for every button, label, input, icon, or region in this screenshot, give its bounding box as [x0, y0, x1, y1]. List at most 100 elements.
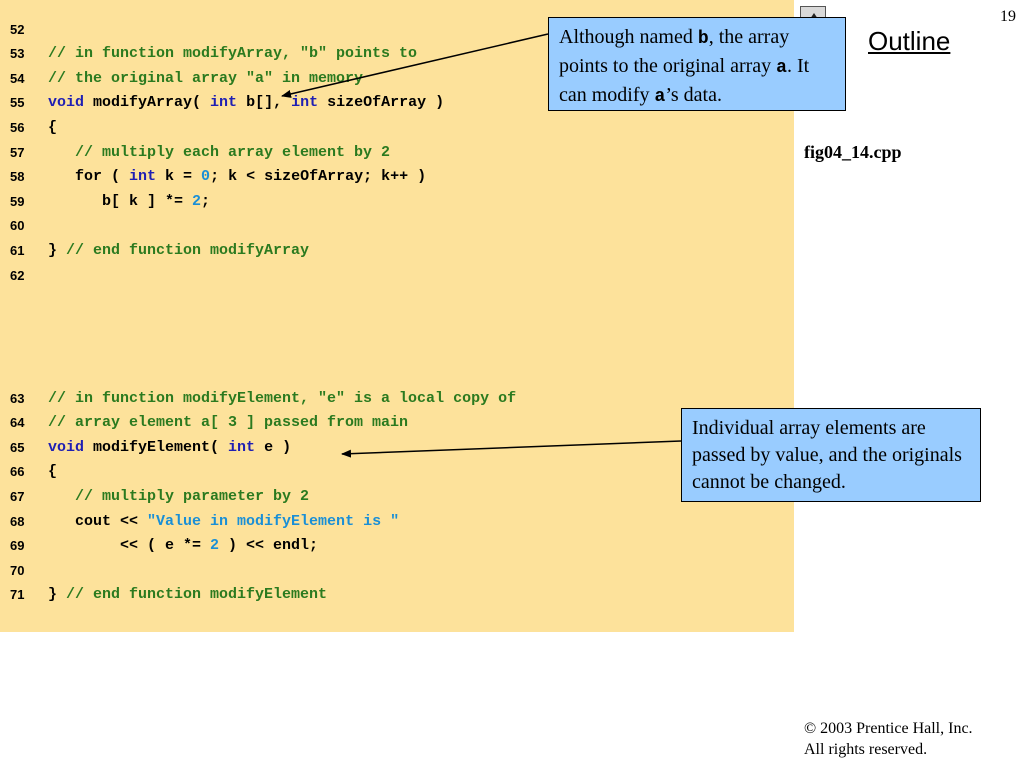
code-line: 65 void modifyElement( int e )	[0, 436, 794, 460]
code-line: 63 // in function modifyElement, "e" is a…	[0, 387, 794, 411]
code-text: } // end function modifyArray	[48, 239, 309, 263]
code-line: 70	[0, 559, 794, 583]
code-text: // in function modifyArray, "b" points t…	[48, 42, 417, 66]
line-number: 64	[10, 415, 25, 430]
code-token-kw: void	[48, 94, 85, 111]
line-number: 66	[10, 464, 25, 479]
callout-text: Although named	[559, 26, 698, 48]
code-line: 52	[0, 18, 794, 42]
code-line: 66 {	[0, 460, 794, 484]
line-number: 54	[10, 71, 25, 86]
line-number: 62	[10, 268, 25, 283]
line-number: 61	[10, 243, 25, 258]
code-token-comment: // the original array "a" in memory	[48, 70, 364, 87]
code-token-comment: // array element a[ 3 ] passed from main	[48, 414, 409, 431]
callout-array-pointer: Although named b, the array points to th…	[548, 17, 846, 111]
code-line: 71} // end function modifyElement	[0, 583, 794, 607]
line-number: 59	[10, 194, 25, 209]
code-token-plain: cout <<	[48, 513, 148, 530]
code-term: b	[697, 29, 709, 49]
code-token-kw: int	[291, 94, 319, 111]
page-number: 19	[1000, 8, 1016, 25]
code-text: } // end function modifyElement	[48, 583, 327, 607]
code-text: // array element a[ 3 ] passed from main	[48, 411, 408, 435]
callout-text: Individual array elements are passed by …	[692, 417, 962, 493]
line-number: 60	[10, 218, 25, 233]
code-token-str: "Value in modifyElement is "	[147, 513, 400, 530]
line-number: 58	[10, 169, 25, 184]
code-text: // multiply parameter by 2	[48, 485, 309, 509]
code-text: // in function modifyElement, "e" is a l…	[48, 387, 516, 411]
code-token-plain: for (	[48, 168, 130, 185]
code-token-plain: ) << endl;	[219, 537, 319, 554]
code-token-kw: int	[129, 168, 157, 185]
code-token-plain: b[ k ] *=	[48, 193, 193, 210]
code-token-plain: << ( e *=	[48, 537, 211, 554]
line-number: 65	[10, 440, 25, 455]
code-token-comment: // in function modifyElement, "e" is a l…	[48, 390, 517, 407]
code-token-comment: // multiply parameter by 2	[48, 488, 310, 505]
code-token-comment: // end function modifyArray	[66, 242, 310, 259]
code-token-plain: {	[48, 119, 58, 136]
code-line: 57 // multiply each array element by 2	[0, 141, 794, 165]
code-token-comment: // in function modifyArray, "b" points t…	[48, 45, 418, 62]
line-number: 55	[10, 95, 25, 110]
code-line: 59 b[ k ] *= 2;	[0, 190, 794, 214]
callout-text: ’s data.	[665, 84, 722, 106]
code-token-plain: modifyElement(	[84, 439, 229, 456]
callout-text: , the array points to the original array	[559, 26, 790, 77]
code-token-plain: sizeOfArray )	[318, 94, 445, 111]
line-number: 53	[10, 46, 25, 61]
line-number: 56	[10, 120, 25, 135]
code-token-num: 0	[201, 168, 211, 185]
code-text: void modifyElement( int e )	[48, 436, 291, 460]
code-token-kw: int	[228, 439, 256, 456]
code-term: a	[654, 87, 666, 107]
code-line: 56 {	[0, 116, 794, 140]
callout-pass-by-value: Individual array elements are passed by …	[681, 408, 981, 502]
line-number: 52	[10, 22, 25, 37]
filename-label: fig04_14.cpp	[804, 142, 902, 162]
line-number: 57	[10, 145, 25, 160]
line-number: 69	[10, 538, 25, 553]
code-line: 64 // array element a[ 3 ] passed from ma…	[0, 411, 794, 435]
code-token-plain: k =	[156, 168, 202, 185]
code-token-comment: // end function modifyElement	[66, 586, 328, 603]
code-text: {	[48, 116, 57, 140]
code-token-comment: // multiply each array element by 2	[48, 144, 391, 161]
copyright: © 2003 Prentice Hall, Inc. All rights re…	[804, 718, 973, 760]
code-line: 58 for ( int k = 0; k < sizeOfArray; k++…	[0, 165, 794, 189]
code-token-plain: }	[48, 586, 67, 603]
code-line: 60	[0, 214, 794, 238]
copyright-line: All rights reserved.	[804, 741, 928, 758]
code-token-plain: ;	[201, 193, 211, 210]
line-number: 71	[10, 587, 25, 602]
callout-text: . It can modify	[559, 55, 810, 106]
code-token-num: 2	[210, 537, 220, 554]
code-line: 55 void modifyArray( int b[], int sizeOfA…	[0, 91, 794, 115]
line-number: 68	[10, 514, 25, 529]
outline-link[interactable]: Outline	[868, 26, 951, 56]
code-line: 61} // end function modifyArray	[0, 239, 794, 263]
code-token-kw: int	[210, 94, 238, 111]
code-line: 67 // multiply parameter by 2	[0, 485, 794, 509]
code-line: 69 << ( e *= 2 ) << endl;	[0, 534, 794, 558]
code-text: // the original array "a" in memory	[48, 67, 363, 91]
code-token-plain: modifyArray(	[84, 94, 211, 111]
code-token-plain: }	[48, 242, 67, 259]
line-number: 70	[10, 563, 25, 578]
code-text: void modifyArray( int b[], int sizeOfArr…	[48, 91, 444, 115]
code-text: {	[48, 460, 57, 484]
line-number: 67	[10, 489, 25, 504]
code-text: b[ k ] *= 2;	[48, 190, 210, 214]
line-number: 63	[10, 391, 25, 406]
code-text: << ( e *= 2 ) << endl;	[48, 534, 318, 558]
code-line: 68 cout << "Value in modifyElement is "	[0, 510, 794, 534]
copyright-line: © 2003 Prentice Hall, Inc.	[804, 720, 973, 737]
code-token-plain: e )	[255, 439, 292, 456]
code-token-kw: void	[48, 439, 85, 456]
code-text: // multiply each array element by 2	[48, 141, 390, 165]
code-line: 62	[0, 264, 794, 288]
code-token-num: 2	[192, 193, 202, 210]
code-term: a	[776, 58, 787, 78]
